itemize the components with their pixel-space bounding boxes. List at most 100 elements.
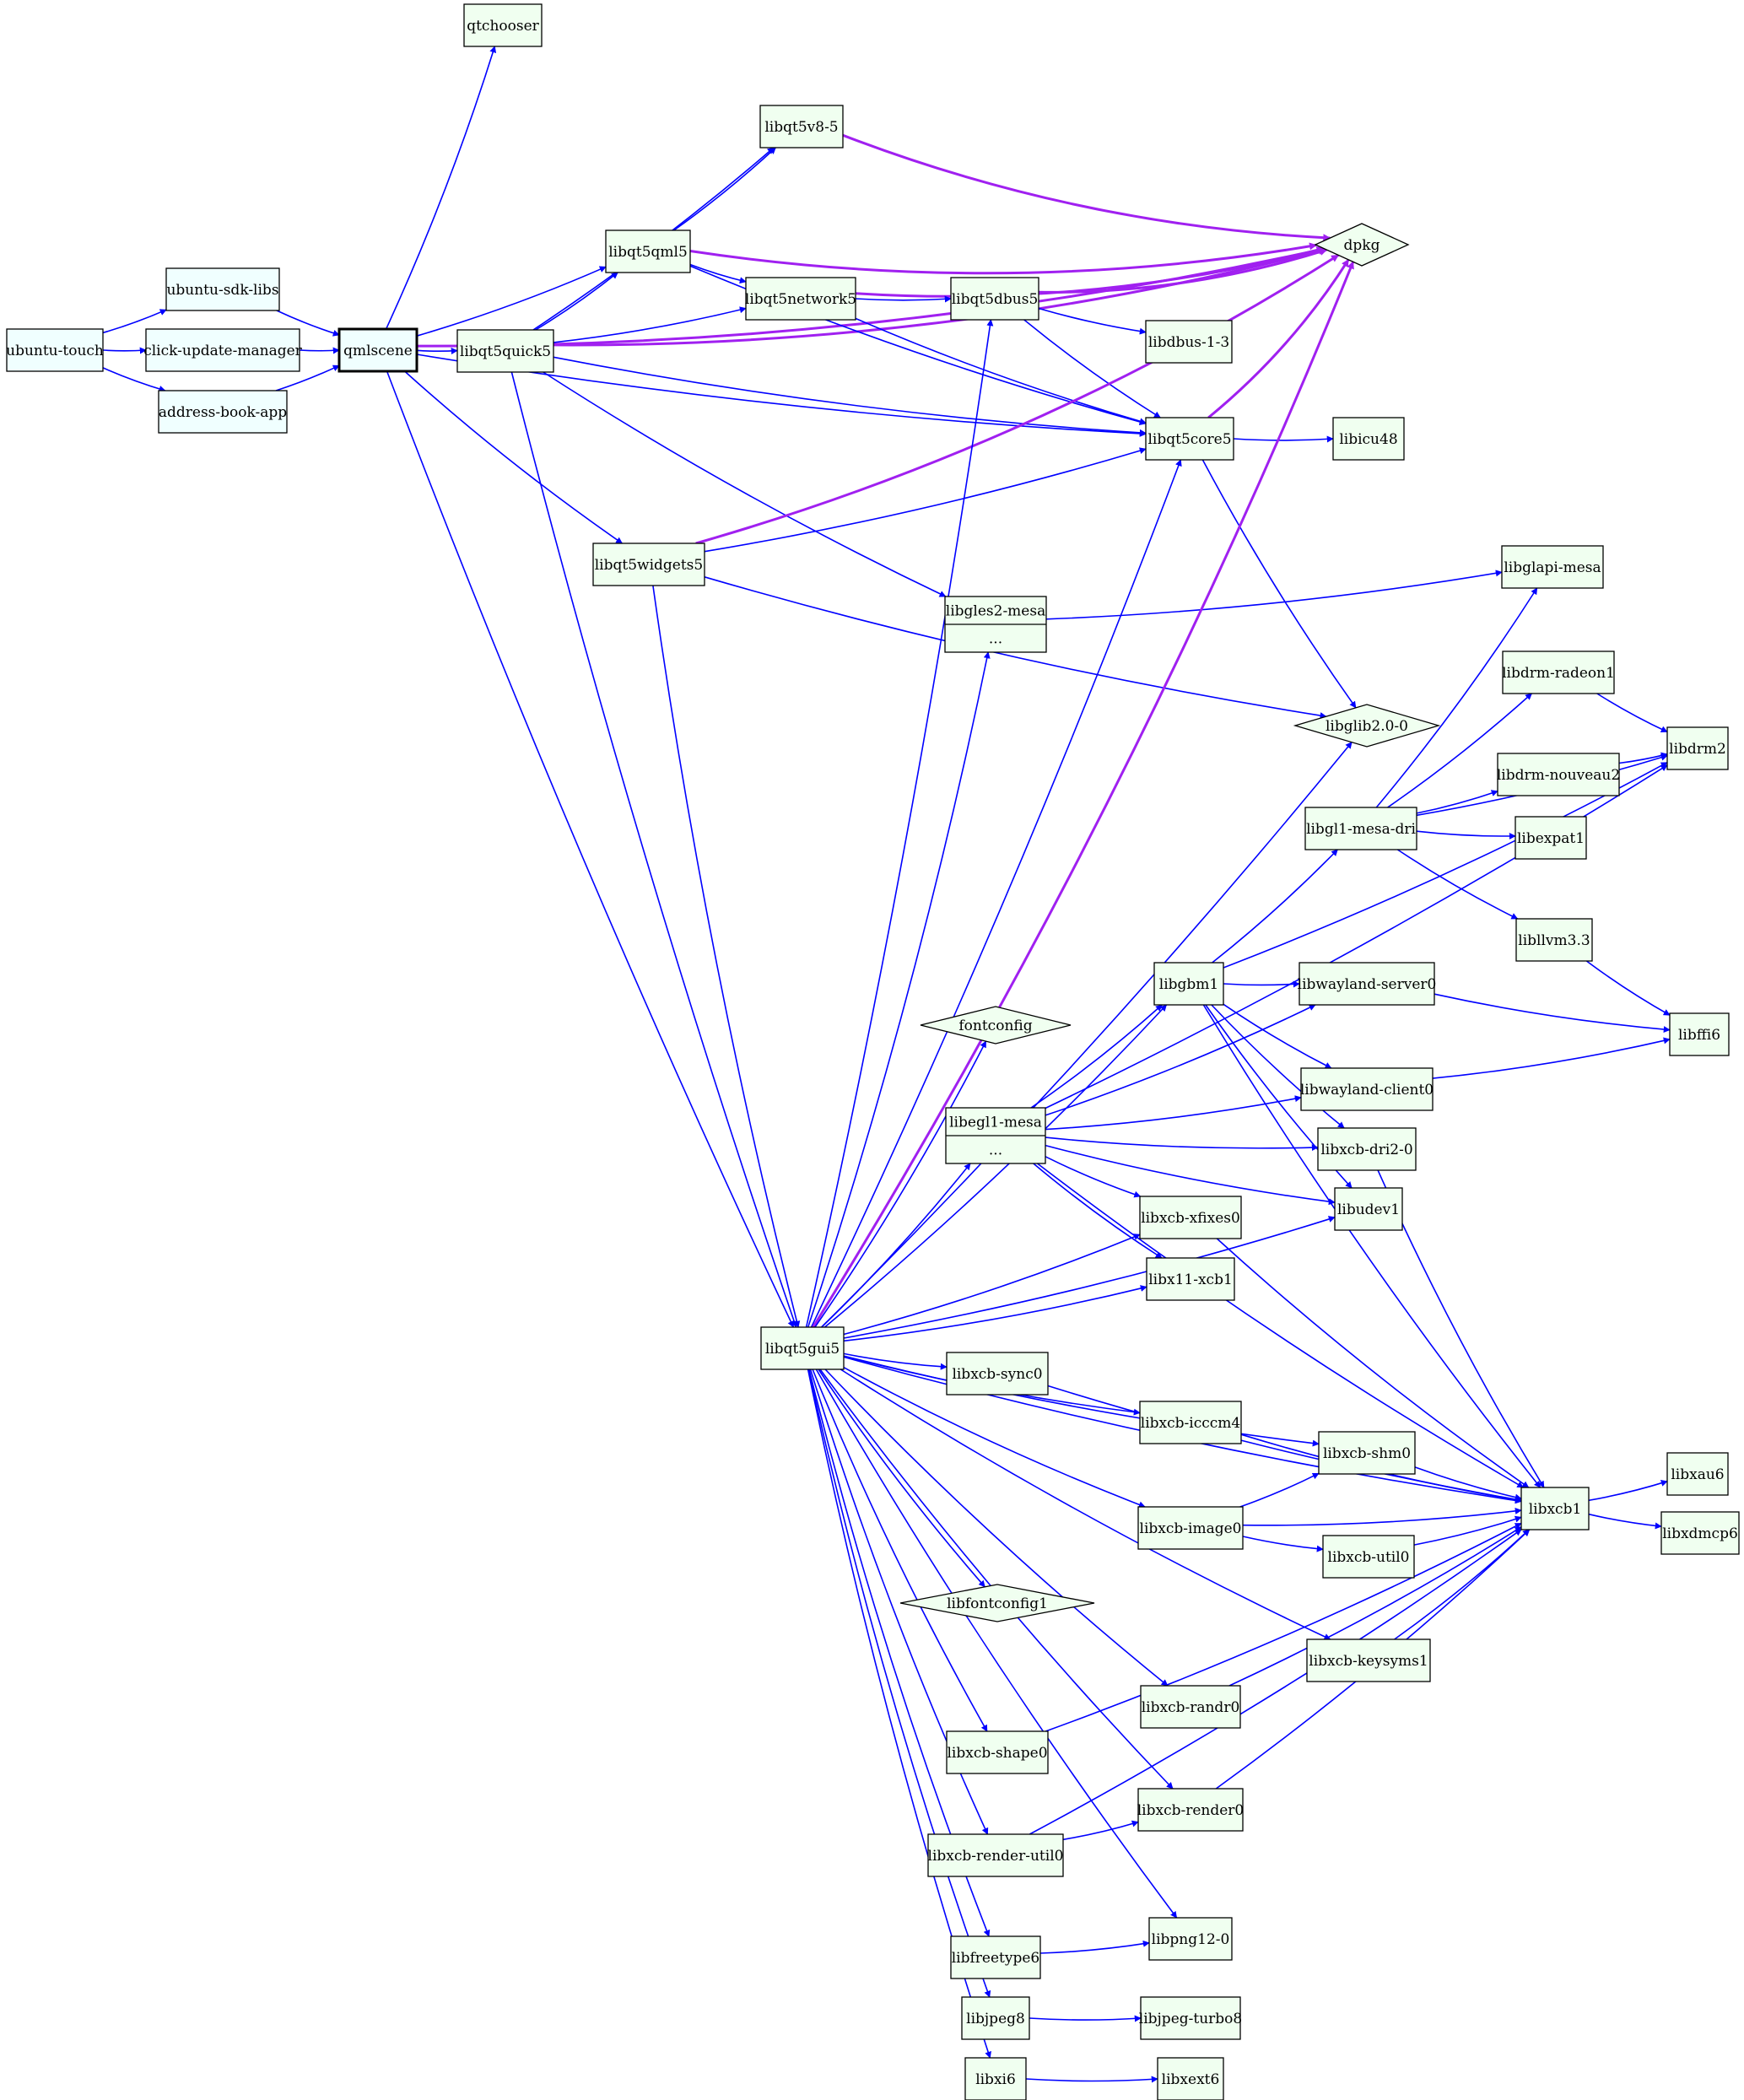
node-libdrm-radeon1[interactable]: libdrm-radeon1 <box>1502 651 1615 694</box>
edge-libqt5quick5-to-libqt5network5 <box>553 306 747 343</box>
node-shape-libpng12-0 <box>1148 1917 1233 1961</box>
node-libxcb-render0[interactable]: libxcb-render0 <box>1137 1788 1245 1832</box>
node-libffi6[interactable]: libffi6 <box>1669 1012 1730 1056</box>
node-ubuntu-sdk-libs[interactable]: ubuntu-sdk-libs <box>165 267 280 311</box>
edge-libegl1-mesa-to-libxcb-dri2-0 <box>1045 1136 1319 1152</box>
node-label-libwayland-server0: libwayland-server0 <box>1298 976 1437 993</box>
edge-libegl1-mesa-to-libwayland-server0 <box>1045 1004 1316 1116</box>
edge-ubuntu-touch-to-ubuntu-sdk-libs <box>102 309 167 334</box>
node-libxdmcp6[interactable]: libxdmcp6 <box>1660 1511 1740 1555</box>
node-libfreetype6[interactable]: libfreetype6 <box>950 1935 1041 1979</box>
node-libxcb-shm0[interactable]: libxcb-shm0 <box>1318 1431 1416 1475</box>
node-libxcb-render-util0[interactable]: libxcb-render-util0 <box>927 1833 1064 1877</box>
edge-ubuntu-sdk-libs-to-qmlscene <box>276 310 340 337</box>
edge-libqt5gui5-to-libxcb-keysyms1 <box>840 1369 1331 1640</box>
edge-libqt5quick5-to-libgles2-mesa <box>543 371 947 597</box>
node-libxcb-util0[interactable]: libxcb-util0 <box>1322 1535 1415 1579</box>
node-libqt5qml5[interactable]: libqt5qml5 <box>605 229 691 273</box>
node-libdrm-nouveau2[interactable]: libdrm-nouveau2 <box>1497 753 1620 796</box>
node-libudev1[interactable]: libudev1 <box>1334 1187 1403 1231</box>
node-shape-libexpat1 <box>1515 816 1587 860</box>
node-shape-libxcb-util0 <box>1322 1535 1415 1579</box>
node-libxcb-sync0[interactable]: libxcb-sync0 <box>946 1352 1049 1396</box>
edge-libegl1-mesa-to-libxcb1 <box>1037 1163 1525 1488</box>
edge-libxcb-shape0-to-libxcb1 <box>1045 1522 1522 1732</box>
node-shape-qmlscene <box>337 327 418 373</box>
node-shape-libfontconfig1 <box>899 1584 1095 1622</box>
node-libqt5widgets5[interactable]: libqt5widgets5 <box>592 543 705 586</box>
edge-qmlscene-to-qtchooser <box>385 46 497 330</box>
node-libxcb-xfixes0[interactable]: libxcb-xfixes0 <box>1139 1196 1242 1239</box>
edge-qmlscene-to-libqt5widgets5 <box>404 370 624 544</box>
edge-ubuntu-touch-to-address-book-app <box>102 367 166 392</box>
node-libwayland-server0[interactable]: libwayland-server0 <box>1298 962 1437 1006</box>
node-libqt5v8-5[interactable]: libqt5v8-5 <box>759 105 844 148</box>
node-libjpeg8[interactable]: libjpeg8 <box>961 1996 1030 2040</box>
node-libqt5network5[interactable]: libqt5network5 <box>745 277 856 321</box>
node-label-ubuntu-sdk-libs: ubuntu-sdk-libs <box>166 282 278 299</box>
node-libpng12-0[interactable]: libpng12-0 <box>1148 1917 1233 1961</box>
node-libxi6[interactable]: libxi6 <box>964 2057 1027 2100</box>
node-dpkg[interactable]: dpkg <box>1314 223 1410 267</box>
node-libgles2-mesa[interactable]: libgles2-mesa... <box>944 596 1047 653</box>
edge-libqt5widgets5-to-dpkg <box>695 254 1340 545</box>
node-shape-libgl1-mesa-dri <box>1304 807 1417 850</box>
node-qmlscene[interactable]: qmlscene <box>337 327 418 373</box>
node-libllvm3.3[interactable]: libllvm3.3 <box>1515 918 1593 962</box>
node-click-update-manager[interactable]: click-update-manager <box>143 328 303 372</box>
edge-libjpeg8-to-libjpeg-turbo8 <box>1029 2015 1142 2022</box>
node-libxcb-keysyms1[interactable]: libxcb-keysyms1 <box>1306 1638 1431 1682</box>
edge-libqt5network5-to-dpkg <box>855 246 1325 298</box>
node-libjpeg-turbo8[interactable]: libjpeg-turbo8 <box>1139 1996 1242 2040</box>
node-libxcb-icccm4[interactable]: libxcb-icccm4 <box>1139 1401 1242 1444</box>
node-shape-libxext6 <box>1157 2057 1224 2100</box>
node-libegl1-mesa[interactable]: libegl1-mesa... <box>945 1107 1046 1164</box>
node-libqt5dbus5[interactable]: libqt5dbus5 <box>950 277 1039 321</box>
node-shape-libxcb-icccm4 <box>1139 1401 1242 1444</box>
node-libqt5gui5[interactable]: libqt5gui5 <box>760 1326 845 1370</box>
node-label-libjpeg-turbo8: libjpeg-turbo8 <box>1139 2011 1242 2027</box>
node-label-libxcb-dri2-0: libxcb-dri2-0 <box>1320 1142 1412 1158</box>
node-libxcb-image0[interactable]: libxcb-image0 <box>1137 1506 1244 1550</box>
edge-libqt5gui5-to-libpng12-0 <box>815 1369 1178 1919</box>
node-libfontconfig1[interactable]: libfontconfig1 <box>899 1584 1095 1622</box>
node-libicu48[interactable]: libicu48 <box>1332 417 1405 461</box>
node-libxcb-dri2-0[interactable]: libxcb-dri2-0 <box>1317 1127 1417 1171</box>
node-label-libdrm-radeon1: libdrm-radeon1 <box>1502 665 1615 682</box>
node-address-book-app[interactable]: address-book-app <box>158 390 288 434</box>
node-qtchooser[interactable]: qtchooser <box>463 3 543 47</box>
node-libexpat1[interactable]: libexpat1 <box>1515 816 1587 860</box>
node-label-libegl1-mesa: libegl1-mesa <box>949 1115 1042 1131</box>
node-libxcb-shape0[interactable]: libxcb-shape0 <box>946 1730 1049 1774</box>
node-libdbus-1-3[interactable]: libdbus-1-3 <box>1145 320 1233 364</box>
node-label-libdbus-1-3: libdbus-1-3 <box>1148 334 1229 351</box>
edge-libqt5core5-to-dpkg <box>1207 258 1350 419</box>
edge-libxcb-randr0-to-libxcb1 <box>1228 1526 1522 1687</box>
node-shape-libfreetype6 <box>950 1935 1041 1979</box>
edge-libgbm1-to-libxcb1 <box>1202 1004 1542 1488</box>
node-libxcb1[interactable]: libxcb1 <box>1520 1487 1590 1530</box>
node-libqt5quick5[interactable]: libqt5quick5 <box>456 329 554 373</box>
node-libgbm1[interactable]: libgbm1 <box>1153 962 1224 1006</box>
edge-libqt5network5-to-libqt5dbus5 <box>855 295 952 303</box>
node-libxcb-randr0[interactable]: libxcb-randr0 <box>1140 1685 1241 1729</box>
node-shape-qtchooser <box>463 3 543 47</box>
nodes-layer: ubuntu-touch ubuntu-sdk-libs click-update-… <box>6 3 1740 2100</box>
node-shape-libxcb-shm0 <box>1318 1431 1416 1475</box>
node-libglib2.0-0[interactable]: libglib2.0-0 <box>1293 704 1441 748</box>
node-fontconfig[interactable]: fontconfig <box>920 1006 1072 1045</box>
node-ubuntu-touch[interactable]: ubuntu-touch <box>6 328 104 372</box>
node-libglapi-mesa[interactable]: libglapi-mesa <box>1501 545 1604 589</box>
node-libgl1-mesa-dri[interactable]: libgl1-mesa-dri <box>1304 807 1417 850</box>
edge-libqt5quick5-to-libqt5qml5 <box>535 272 618 331</box>
node-libqt5core5[interactable]: libqt5core5 <box>1145 417 1234 461</box>
node-libwayland-client0[interactable]: libwayland-client0 <box>1300 1067 1434 1111</box>
node-libx11-xcb1[interactable]: libx11-xcb1 <box>1146 1257 1235 1301</box>
edge-libqt5widgets5-to-libglib2.0-0 <box>704 576 1327 720</box>
edge-libqt5gui5-to-libglib2.0-0 <box>821 742 1353 1328</box>
node-libdrm2[interactable]: libdrm2 <box>1666 726 1729 770</box>
node-libxext6[interactable]: libxext6 <box>1157 2057 1224 2100</box>
node-libxau6[interactable]: libxau6 <box>1666 1452 1729 1496</box>
node-shape-address-book-app <box>158 390 288 434</box>
edge-libqt5gui5-to-libx11-xcb1 <box>843 1285 1147 1342</box>
